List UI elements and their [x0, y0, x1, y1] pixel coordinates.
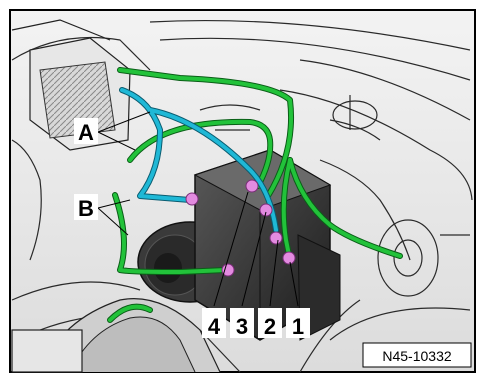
port-connector — [259, 203, 273, 217]
port-connector — [185, 192, 199, 206]
svg-text:3: 3 — [236, 314, 248, 339]
callout-b: B — [74, 194, 98, 221]
svg-text:A: A — [78, 120, 94, 145]
svg-text:2: 2 — [264, 314, 276, 339]
callout-a: A — [74, 118, 98, 145]
svg-text:1: 1 — [292, 314, 304, 339]
port-connectors — [185, 179, 296, 277]
port-connector — [245, 179, 259, 193]
port-connector — [269, 231, 283, 245]
port-connector — [282, 251, 296, 265]
figure-code: N45-10332 — [382, 348, 451, 364]
callout-4: 4 — [202, 308, 226, 339]
leader-lines — [97, 111, 299, 307]
callout-1: 1 — [286, 308, 310, 339]
svg-text:4: 4 — [208, 314, 221, 339]
svg-text:B: B — [78, 196, 94, 221]
port-connector — [221, 263, 235, 277]
figure-code-box: N45-10332 — [362, 342, 472, 368]
callout-2: 2 — [258, 308, 282, 339]
lower-hoses — [11, 298, 221, 373]
callout-3: 3 — [230, 308, 254, 339]
